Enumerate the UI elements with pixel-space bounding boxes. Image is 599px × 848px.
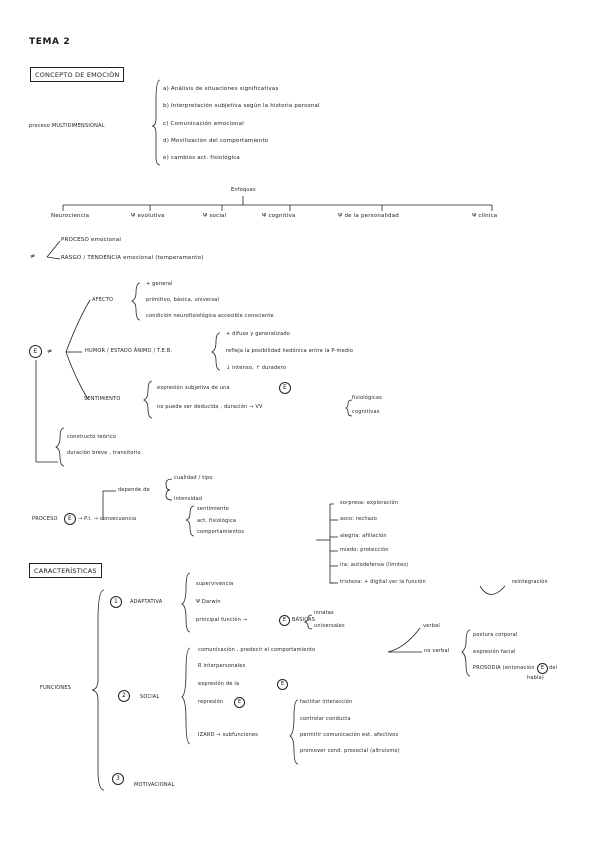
izard-item-1: facilitar interacción	[300, 699, 353, 705]
concepto-item-a: a) Análisis de situaciones significativa…	[163, 86, 279, 92]
concepto-box: CONCEPTO DE EMOCIÓN	[30, 67, 125, 82]
motivacional-label: MOTIVACIONAL	[134, 782, 175, 788]
proceso-flow: → P.I. → consecuencia	[78, 516, 137, 522]
funciones-label: FUNCIONES	[40, 685, 72, 691]
enfoque-personalidad: Ψ de la personalidad	[338, 213, 399, 219]
basica-alegria: alegría: afiliación	[340, 533, 387, 539]
no-verbal-item-4: habla)	[527, 675, 545, 681]
prosodia-circle: E	[537, 663, 548, 674]
humor-item-2: refleja la posibilidad hedónica entre la…	[226, 348, 354, 354]
izard-item-4: promover cond. prosocial (altruismo)	[300, 748, 400, 754]
social-circle-expresion: E	[277, 679, 288, 690]
social-number: 2	[118, 690, 130, 702]
adaptativa-number: 1	[110, 596, 122, 608]
izard-item-3: permitir comunicación est. afectivos	[300, 732, 399, 738]
basicas-universales: universales	[314, 623, 345, 629]
constructo-teorico: constructo teórico	[67, 434, 117, 440]
enfoque-evolutiva: Ψ evolutiva	[131, 213, 165, 219]
proceso-emocional: PROCESO emocional	[61, 237, 122, 243]
duracion-breve: duración breve , transitorio	[67, 450, 141, 456]
afecto-item-3: condición neurofisiológica accesible con…	[146, 313, 274, 319]
adaptativa-item-3: principal función →	[196, 617, 248, 623]
concepto-item-d: d) Movilización del comportamiento	[163, 138, 269, 144]
basica-asco: asco: rechazo	[340, 516, 378, 522]
sentimiento-item-2: no puede ser deducida , duración → VV	[157, 404, 263, 410]
humor-item-1: + difuso y generalizado	[226, 331, 290, 337]
sentimiento-circle: E	[279, 382, 291, 394]
adaptativa-item-2: Ψ Darwin	[196, 599, 221, 605]
proceso-multidimensional-label: proceso MULTIDIMENSIONAL	[29, 123, 105, 129]
depende-cualidad: cualidad / tipo	[174, 475, 213, 481]
afecto-item-2: primitivo, básica, universal	[146, 297, 220, 303]
sentimiento-label: SENTIMIENTO	[84, 396, 121, 402]
cognitivas: cognitivas	[352, 409, 380, 415]
concepto-item-e: e) cambios act. fisiológica	[163, 155, 241, 161]
no-verbal-label: no verbal	[424, 648, 450, 654]
basica-sorpresa: sorpresa: exploración	[340, 500, 399, 506]
distinct-symbol: ≠	[30, 252, 36, 260]
consecuencia-2: act. fisiológica	[197, 518, 237, 524]
adaptativa-item-1: supervivencia	[196, 581, 234, 587]
verbal-label: verbal	[423, 623, 440, 629]
brace-concepto	[151, 79, 161, 166]
no-verbal-item-1: postura corporal	[473, 632, 518, 638]
concepto-item-b: b) Interpretación subjetiva según la his…	[163, 103, 320, 109]
concepto-item-c: c) Comunicación emocional	[163, 121, 244, 127]
sentimiento-item-1: expresión subjetiva de una	[157, 385, 230, 391]
depende-de: depende de	[118, 487, 150, 493]
no-verbal-item-3: PROSODIA (entonación	[473, 665, 535, 671]
motivacional-number: 3	[112, 773, 124, 785]
basica-miedo: miedo: protección	[340, 547, 389, 553]
social-item-5: IZARD → subfunciones	[198, 732, 259, 738]
no-verbal-item-2: expresión facial	[473, 649, 516, 655]
proceso-label: PROCESO	[32, 516, 58, 522]
afecto-label: AFECTO	[92, 297, 114, 303]
emotion-neq: ≠	[47, 347, 53, 355]
page-title: TEMA 2	[29, 37, 71, 47]
enfoque-social: Ψ social	[203, 213, 227, 219]
fisiologicas: fisiológicas	[352, 395, 383, 401]
social-label: SOCIAL	[140, 694, 160, 700]
emotion-circle: E	[29, 345, 42, 358]
depende-intensidad: intensidad	[174, 496, 203, 502]
rasgo-tendencia: RASGO / TENDENCIA emocional (temperament…	[61, 255, 204, 261]
izard-item-2: controlar conducta	[300, 716, 351, 722]
proceso-circle: E	[64, 513, 76, 525]
caracteristicas-box: CARACTERÍSTICAS	[29, 563, 102, 578]
social-item-3: expresión de la	[198, 681, 240, 687]
basica-reintegracion: reintegración	[512, 579, 548, 585]
prosodia-tail: del	[549, 665, 558, 671]
enfoque-neurociencia: Neurociencia	[51, 213, 90, 219]
enfoque-clinica: Ψ clínica	[472, 213, 498, 219]
consecuencia-1: sentimiento	[197, 506, 229, 512]
social-item-4: represión	[198, 699, 224, 705]
enfoque-cognitiva: Ψ cognitiva	[262, 213, 296, 219]
social-item-1: comunicación , predecir el comportamient…	[198, 647, 316, 653]
humor-item-3: ↓ intenso, ↑ duradero	[226, 365, 287, 371]
social-item-2: R interpersonales	[198, 663, 246, 669]
enfoques-label: Enfoques	[231, 187, 256, 193]
adaptativa-label: ADAPTATIVA	[130, 599, 163, 605]
basica-ira: ira: autodefensa (límites)	[340, 562, 409, 568]
humor-label: HUMOR / ESTADO ÁNIMO / T.E.B.	[85, 348, 173, 354]
basicas-label: BÁSICAS	[292, 617, 315, 623]
basica-tristeza: tristeza: + digital ver la función	[340, 579, 426, 585]
consecuencia-3: comportamientos	[197, 529, 245, 535]
adaptativa-circle: E	[279, 615, 290, 626]
basicas-innatas: innatas	[314, 610, 334, 616]
afecto-item-1: + general	[146, 281, 173, 287]
social-circle-represion: E	[234, 697, 245, 708]
